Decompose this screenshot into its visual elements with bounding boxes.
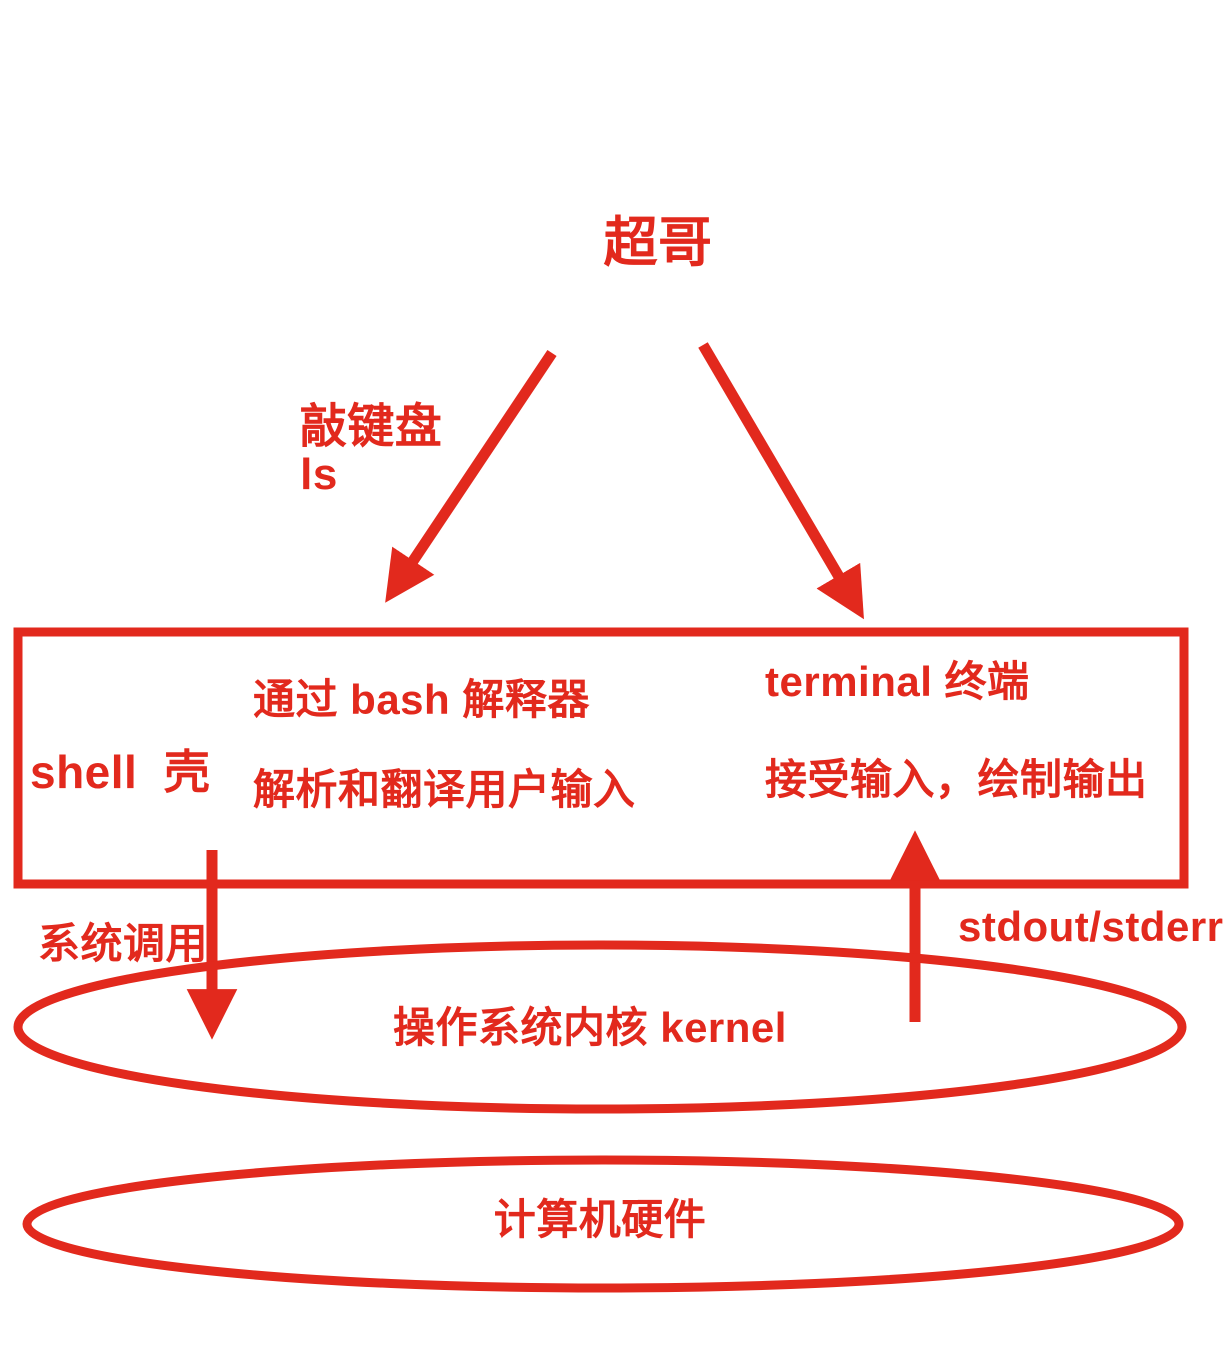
shell-description-line1: 通过 bash 解释器 [253, 676, 590, 723]
shell-node-label: shell 壳 [30, 746, 211, 798]
hardware-ellipse [22, 1155, 1184, 1293]
shell-description-line2: 解析和翻译用户输入 [253, 766, 636, 813]
kernel-ellipse [13, 940, 1187, 1114]
user-to-shell-arrow [385, 349, 557, 603]
shell-terminal-box [13, 627, 1189, 889]
user-to-terminal-arrow [698, 342, 864, 620]
terminal-description: 接受输入，绘制输出 [765, 756, 1148, 803]
command-label: ls [300, 450, 338, 499]
terminal-node-label: terminal 终端 [765, 658, 1030, 705]
hardware-node-label: 计算机硬件 [493, 1196, 707, 1243]
keyboard-action-label: 敲键盘 [299, 399, 443, 453]
kernel-node-label: 操作系统内核 kernel [393, 1004, 787, 1051]
user-node-label: 超哥 [603, 213, 713, 273]
syscall-edge-label: 系统调用 [38, 920, 209, 967]
stdout-edge-label: stdout/stderr [958, 903, 1224, 950]
